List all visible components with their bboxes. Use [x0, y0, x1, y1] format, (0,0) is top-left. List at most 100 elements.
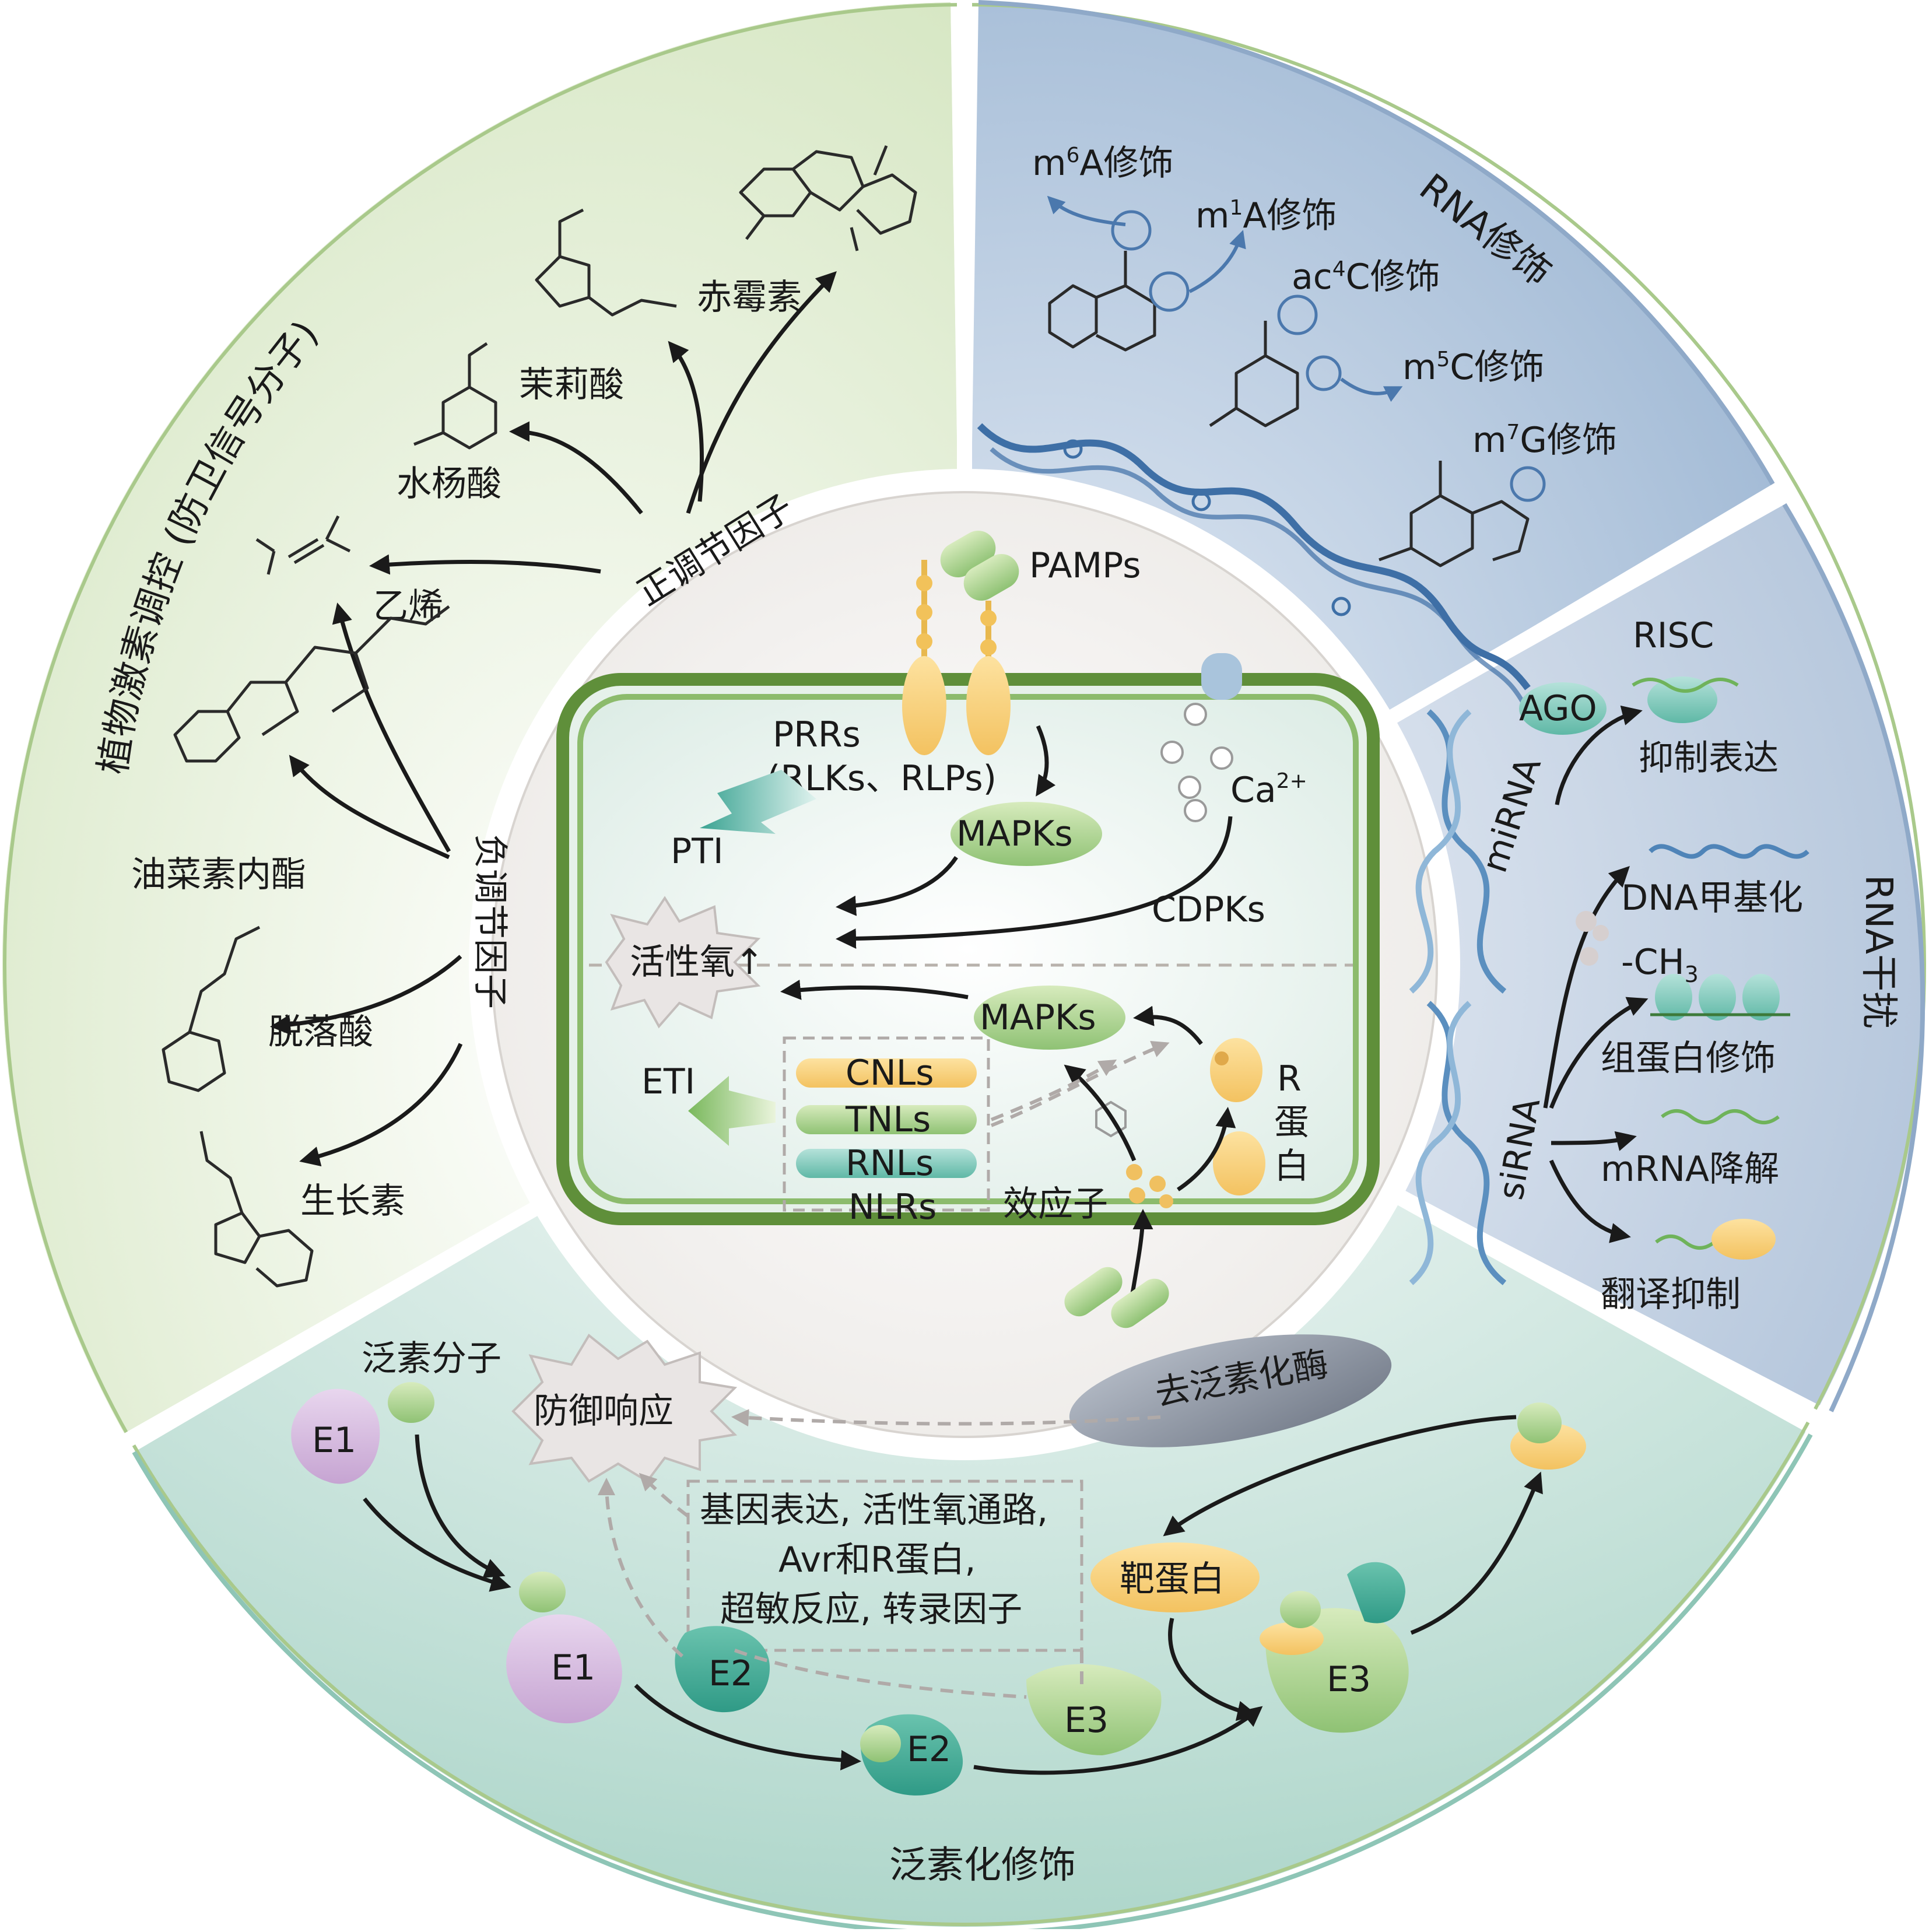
e2-enzyme-icon: [1347, 1562, 1405, 1624]
arrow-to-salicylic: [509, 421, 643, 515]
outcome-dna-methylation: DNA甲基化: [1621, 878, 1803, 918]
arrow-mirna-risc: [1555, 705, 1643, 805]
defense-targets-line-2: Avr和R蛋白,: [778, 1540, 976, 1580]
hormone-auxin: 生长素: [300, 1181, 405, 1222]
calcium-label: Ca2+: [1230, 769, 1307, 811]
e3-label: E3: [1064, 1700, 1109, 1741]
auxin-structure-icon: [199, 1131, 314, 1288]
hormone-gibberellin: 赤霉素: [697, 277, 802, 318]
e2-enzyme-icon: [675, 1626, 770, 1713]
nlrs-label: NLRs: [848, 1187, 937, 1228]
defense-targets-line-1: 基因表达, 活性氧通路,: [700, 1490, 1048, 1531]
ubiquitin-sector-title: 泛素化修饰: [889, 1844, 1076, 1887]
mapks-upper-icon: [951, 802, 1102, 866]
arrow-mapks-ros: [836, 856, 958, 916]
ethylene-structure-icon: [255, 515, 351, 575]
arrow-deub-target: [1163, 1415, 1517, 1537]
ubiquitin-icon: [519, 1572, 566, 1612]
arrow-to-abscisic: [270, 955, 462, 1035]
pamps-label: PAMPs: [1029, 545, 1141, 586]
hormone-brassinolide: 油菜素内酯: [131, 854, 306, 895]
methyl-label: -CH3: [1621, 942, 1699, 987]
arrow-bacteria-effector: [1129, 1209, 1153, 1301]
dna-helix-icon: [1409, 1001, 1507, 1285]
arrow-sirna-methyl: [1543, 866, 1630, 1109]
arrow-mapks-ros-lower: [780, 979, 969, 1000]
r-protein-label-dan: 蛋: [1274, 1102, 1309, 1143]
cnls-label: CNLs: [846, 1053, 934, 1093]
calcium-ions-icon: [1160, 703, 1233, 822]
ros-burst-icon: [605, 896, 761, 1029]
histone-icon: [1650, 974, 1790, 1021]
m7g-label: m7G修饰: [1472, 420, 1617, 461]
e3-enzyme-icon: [1026, 1664, 1162, 1755]
m1a-label: m1A修饰: [1195, 195, 1337, 236]
pti-arrow: [700, 770, 816, 834]
eti-label: ETI: [641, 1061, 695, 1102]
pti-label: PTI: [671, 831, 724, 872]
rnai-title: RNA干扰: [1857, 875, 1900, 1029]
target-protein-icon: [1090, 1542, 1260, 1612]
arrow-prr-mapks: [1036, 725, 1056, 797]
arrow-target-e3: [1168, 1618, 1258, 1721]
dna-methylation-icon: [1649, 844, 1809, 859]
methyl-group-icon: [1576, 911, 1609, 966]
mapks-lower-label: MAPKs: [980, 997, 1096, 1038]
outcome-suppress-expression: 抑制表达: [1639, 738, 1779, 779]
ubiquitin-icon: [860, 1725, 901, 1762]
defense-response-label: 防御响应: [534, 1391, 674, 1432]
ubiquitin-icon: [388, 1382, 434, 1423]
target-protein-icon: [1260, 1622, 1324, 1655]
ubiquitin-icon: [1280, 1591, 1321, 1628]
dashed-arrow-e2-defense: [598, 1478, 683, 1658]
dashed-arrow-nlr-2: [990, 1059, 1117, 1121]
arrow-e3-substrate: [1410, 1471, 1543, 1635]
effector-label: 效应子: [1003, 1184, 1108, 1225]
dna-helix-icon: [1409, 709, 1507, 994]
dashed-arrow-box-defense: [639, 1472, 689, 1518]
hormone-jasmonic-acid: 茉莉酸: [519, 364, 624, 405]
ago-protein-icon: [1519, 682, 1607, 735]
arrow-e2-e3: [973, 1706, 1263, 1775]
e1-enzyme-icon: [291, 1388, 380, 1484]
ac4c-label: ac4C修饰: [1292, 257, 1440, 297]
r-protein-label-bai: 白: [1274, 1146, 1309, 1187]
arrow-sirna-mrna: [1551, 1131, 1637, 1151]
arrow-r-mapks: [1133, 1005, 1203, 1046]
nlr-box: [783, 1036, 990, 1212]
abscisic-acid-structure-icon: [162, 925, 261, 1092]
m6a-label: m6A修饰: [1032, 143, 1173, 184]
arrow-ub-e1: [415, 1434, 506, 1578]
arrow-to-ethylene: [369, 554, 601, 575]
dashed-connector-box: [734, 1649, 1027, 1699]
e2-label: E2: [709, 1653, 753, 1694]
rnls-label: RNLs: [846, 1143, 934, 1184]
brassinolide-structure-icon: [173, 605, 450, 763]
jasmonic-acid-structure-icon: [535, 208, 677, 317]
target-protein-label: 靶蛋白: [1120, 1559, 1225, 1600]
effector-icon: [1126, 1164, 1173, 1208]
arrow-sirna-histone: [1549, 997, 1649, 1109]
arrow-e1-e2: [634, 1684, 861, 1770]
adenine-structure-icon: [1048, 251, 1156, 352]
rna-strand-icon: [977, 423, 1531, 713]
ago-label: AGO: [1519, 688, 1597, 729]
guanine-structure-icon: [1379, 461, 1530, 567]
receptor-icon: [902, 560, 946, 755]
eti-arrow: [688, 1076, 776, 1146]
r-protein-label-r: R: [1277, 1058, 1302, 1099]
arrow-e1-activation: [363, 1497, 511, 1592]
outcome-translation-repression: 翻译抑制: [1601, 1274, 1741, 1315]
tnls-label: TNLs: [845, 1099, 931, 1140]
calcium-channel-icon: [1201, 653, 1242, 700]
mapks-lower-icon: [974, 986, 1125, 1050]
arrow-cdpks-ros: [836, 816, 1233, 949]
arrow-to-auxin: [299, 1043, 463, 1167]
ubiquitin-molecule-label: 泛素分子: [362, 1338, 501, 1379]
e3-complex-label: E3: [1327, 1659, 1371, 1700]
dashed-arrow-nlr: [990, 1040, 1170, 1127]
defense-targets-box: [686, 1479, 1083, 1652]
dashed-arrow-deub-defense: [731, 1409, 1161, 1427]
ubiquitin-icon: [1517, 1402, 1562, 1443]
